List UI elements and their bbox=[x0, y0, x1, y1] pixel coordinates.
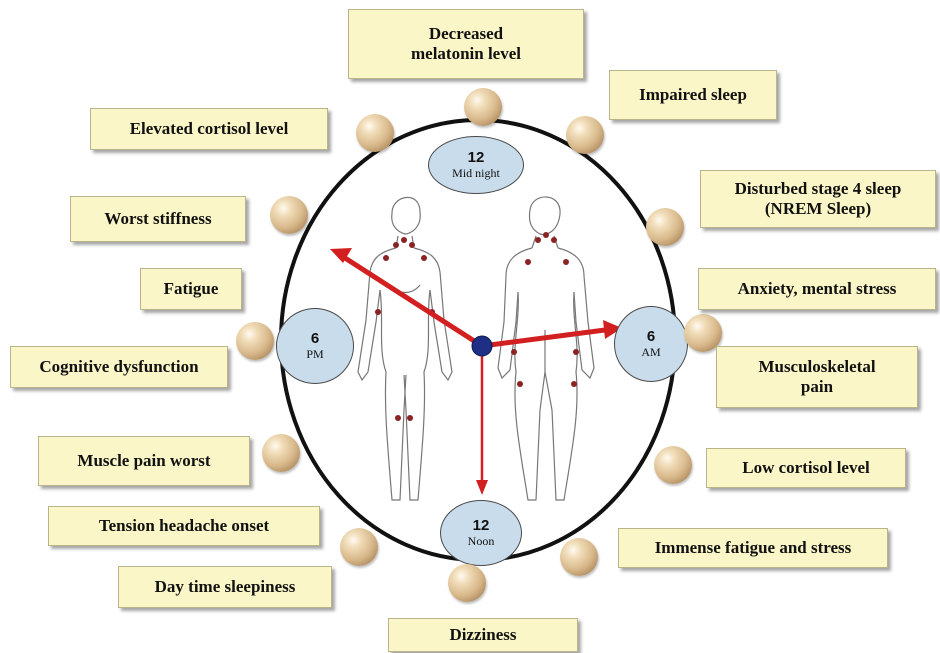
marker-label: Mid night bbox=[452, 167, 500, 181]
bead-12 bbox=[464, 88, 502, 126]
label-decreased-melatonin: Decreased melatonin level bbox=[348, 9, 584, 79]
label-impaired-sleep: Impaired sleep bbox=[609, 70, 777, 120]
bead-5 bbox=[560, 538, 598, 576]
marker-label: PM bbox=[306, 348, 323, 362]
clock-marker-6pm: 6 PM bbox=[276, 308, 354, 384]
label-anxiety-mental-stress: Anxiety, mental stress bbox=[698, 268, 936, 310]
marker-number: 12 bbox=[468, 149, 485, 166]
label-dizziness: Dizziness bbox=[388, 618, 578, 652]
bead-1 bbox=[566, 116, 604, 154]
label-day-time-sleepiness: Day time sleepiness bbox=[118, 566, 332, 608]
bead-2 bbox=[646, 208, 684, 246]
label-musculoskeletal-pain: Musculoskeletal pain bbox=[716, 346, 918, 408]
bead-4 bbox=[654, 446, 692, 484]
clock-marker-6am: 6 AM bbox=[614, 306, 688, 382]
label-tension-headache: Tension headache onset bbox=[48, 506, 320, 546]
label-fatigue: Fatigue bbox=[140, 268, 242, 310]
bead-6 bbox=[448, 564, 486, 602]
clock-marker-noon: 12 Noon bbox=[440, 500, 522, 566]
marker-label: Noon bbox=[468, 535, 495, 549]
label-disturbed-stage4-sleep: Disturbed stage 4 sleep (NREM Sleep) bbox=[700, 170, 936, 228]
marker-number: 12 bbox=[473, 517, 490, 534]
bead-11 bbox=[356, 114, 394, 152]
label-low-cortisol: Low cortisol level bbox=[706, 448, 906, 488]
bead-9 bbox=[236, 322, 274, 360]
marker-number: 6 bbox=[647, 328, 655, 345]
label-worst-stiffness: Worst stiffness bbox=[70, 196, 246, 242]
label-muscle-pain-worst: Muscle pain worst bbox=[38, 436, 250, 486]
label-elevated-cortisol: Elevated cortisol level bbox=[90, 108, 328, 150]
bead-10 bbox=[270, 196, 308, 234]
label-immense-fatigue: Immense fatigue and stress bbox=[618, 528, 888, 568]
marker-number: 6 bbox=[311, 330, 319, 347]
marker-label: AM bbox=[641, 346, 660, 360]
center-pivot bbox=[472, 336, 492, 356]
bead-7 bbox=[340, 528, 378, 566]
label-cognitive-dysfunction: Cognitive dysfunction bbox=[10, 346, 228, 388]
bead-8 bbox=[262, 434, 300, 472]
clock-marker-midnight: 12 Mid night bbox=[428, 136, 524, 194]
